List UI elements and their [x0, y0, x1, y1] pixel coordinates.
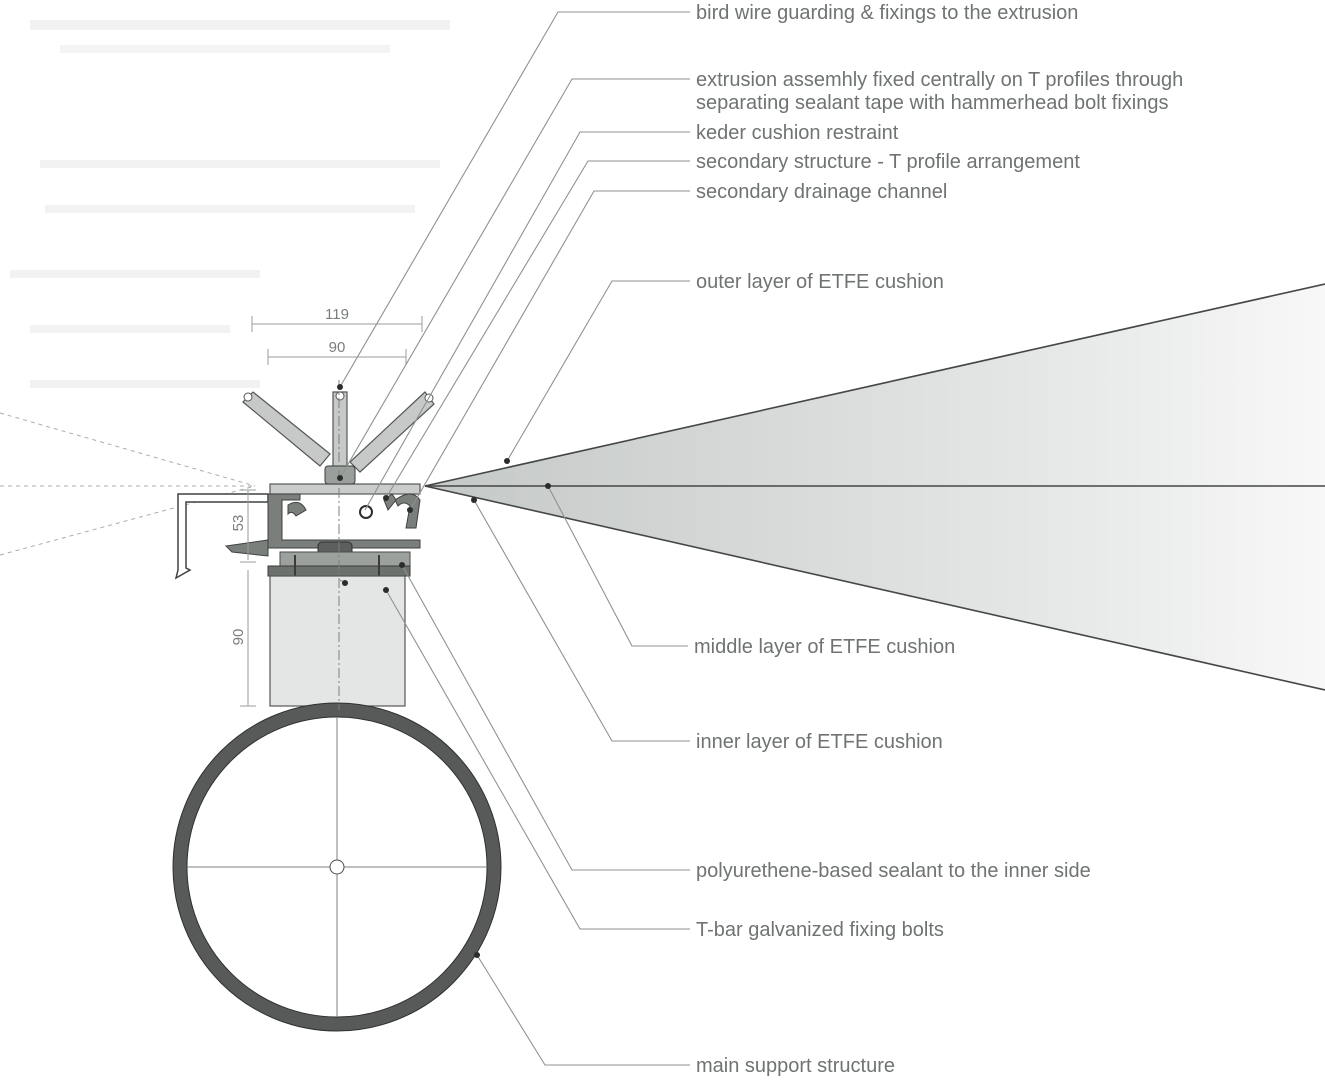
etfe-cushion	[424, 283, 1325, 691]
drainage-channel	[174, 493, 269, 580]
label-secondary-structure: secondary structure - T profile arrangem…	[696, 151, 1080, 173]
label-sealant: polyurethene-based sealant to the inner …	[696, 860, 1091, 882]
secondary-structure-post	[269, 575, 406, 707]
inner-layer-line	[424, 485, 1325, 691]
label-extrusion-line1: extrusion assemhly fixed centrally on T …	[696, 69, 1183, 91]
dim-top-overall: 119	[325, 306, 349, 323]
extrusion-assembly	[224, 493, 421, 577]
label-middle-layer: middle layer of ETFE cushion	[694, 636, 955, 658]
adjacent-cushion-dashed	[0, 412, 256, 556]
label-bird-wire: bird wire guarding & fixings to the extr…	[696, 2, 1078, 24]
label-main-support: main support structure	[696, 1055, 895, 1077]
dim-top-inner: 90	[329, 339, 346, 356]
outer-layer-line	[424, 283, 1325, 487]
annotation-labels: bird wire guarding & fixings to the extr…	[694, 2, 1183, 1077]
ghost-background-text	[10, 20, 450, 388]
extrusion-top-plate	[269, 483, 421, 495]
dim-left-lower: 90	[230, 629, 247, 646]
label-bolts: T-bar galvanized fixing bolts	[696, 919, 944, 941]
label-inner-layer: inner layer of ETFE cushion	[696, 731, 943, 753]
label-extrusion-line2: separating sealant tape with hammerhead …	[696, 92, 1169, 114]
dim-left-upper: 53	[230, 515, 247, 532]
label-drainage: secondary drainage channel	[696, 181, 947, 203]
dimensions: 119 90 53 90	[230, 306, 423, 707]
label-outer-layer: outer layer of ETFE cushion	[696, 271, 944, 293]
label-keder: keder cushion restraint	[696, 122, 899, 144]
leader-lines	[337, 11, 690, 1066]
main-support-structure	[172, 702, 502, 1032]
